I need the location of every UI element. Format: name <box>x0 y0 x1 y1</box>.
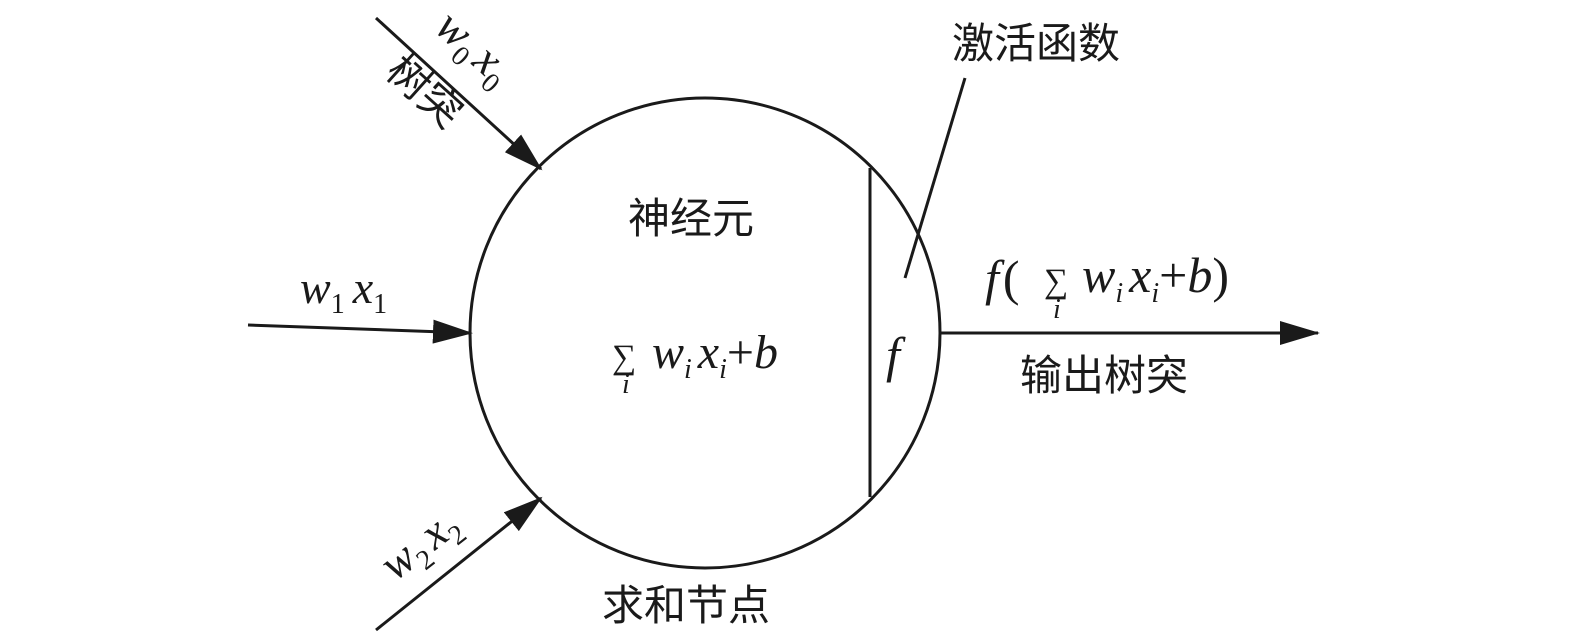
summation-input-sub: i <box>719 354 727 385</box>
summation-weight: w <box>652 326 684 379</box>
input-1-input-sub: 1 <box>373 289 387 320</box>
svg-text:w2x2: w2x2 <box>370 497 473 595</box>
activation-function-label: 激活函数 <box>952 19 1120 68</box>
output-sigma: ∑ <box>1044 263 1068 300</box>
input-arrow-0 <box>374 16 543 171</box>
input-arrow-2 <box>375 496 543 632</box>
activation-symbol: f <box>886 327 906 383</box>
output-bias: b <box>1187 247 1212 303</box>
output-plus: + <box>1159 247 1187 303</box>
output-open-paren: ( <box>1003 250 1020 306</box>
input-2-label: w2x2 <box>370 497 473 595</box>
summation-input: x <box>697 326 719 379</box>
svg-text:f(: f( <box>985 250 1020 306</box>
activation-pointer-line <box>903 77 967 279</box>
summation-plus: + <box>727 326 754 379</box>
summation-bias: b <box>754 326 778 379</box>
summation-index: i <box>622 369 630 400</box>
output-index: i <box>1053 294 1061 325</box>
input-arrow-1 <box>247 319 473 344</box>
neuron-label: 神经元 <box>628 194 754 243</box>
output-input-sub: i <box>1151 278 1159 309</box>
summation-node-label: 求和节点 <box>602 581 770 630</box>
output-close-paren: ) <box>1212 247 1229 303</box>
summation-weight-sub: i <box>684 354 692 385</box>
output-weight-sub: i <box>1115 278 1123 309</box>
output-weight: w <box>1082 247 1115 303</box>
input-1-weight: w <box>300 262 331 313</box>
input-1-weight-sub: 1 <box>331 289 345 320</box>
input-1-input: x <box>352 262 374 313</box>
output-dendrite-label: 输出树突 <box>1020 351 1188 400</box>
output-input: x <box>1128 247 1151 303</box>
summation-sigma: ∑ <box>612 339 636 376</box>
